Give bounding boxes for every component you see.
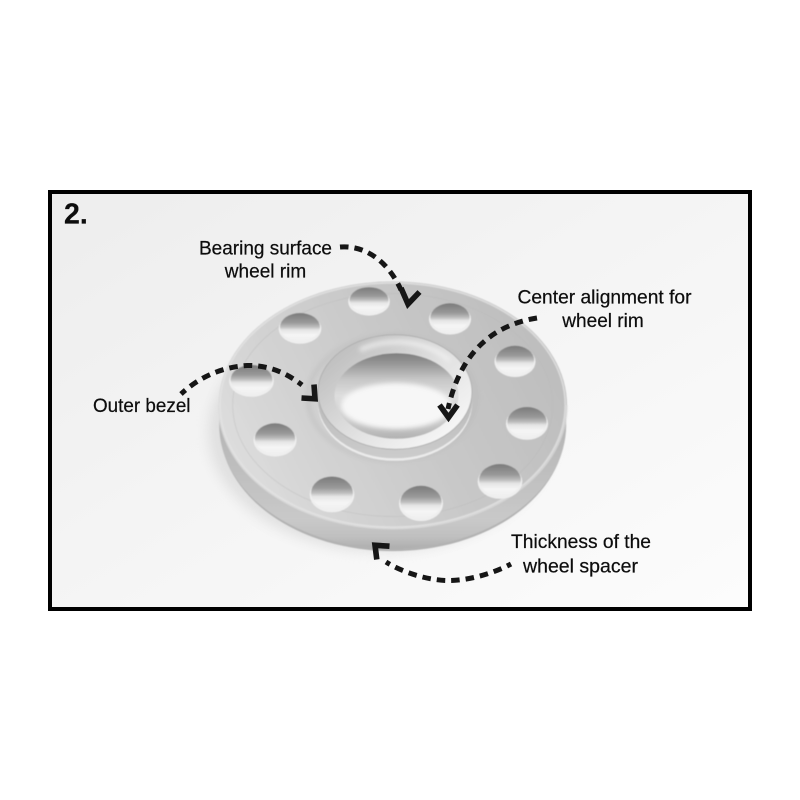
svg-text:2.: 2. [64, 199, 88, 231]
svg-text:Thickness of the: Thickness of the [511, 531, 651, 553]
svg-text:wheel rim: wheel rim [561, 310, 643, 332]
svg-text:Bearing surface: Bearing surface [199, 238, 332, 260]
svg-text:Outer bezel: Outer bezel [93, 395, 191, 417]
svg-text:wheel rim: wheel rim [224, 261, 306, 283]
svg-text:Center alignment for: Center alignment for [518, 287, 692, 309]
svg-text:wheel spacer: wheel spacer [522, 556, 638, 578]
